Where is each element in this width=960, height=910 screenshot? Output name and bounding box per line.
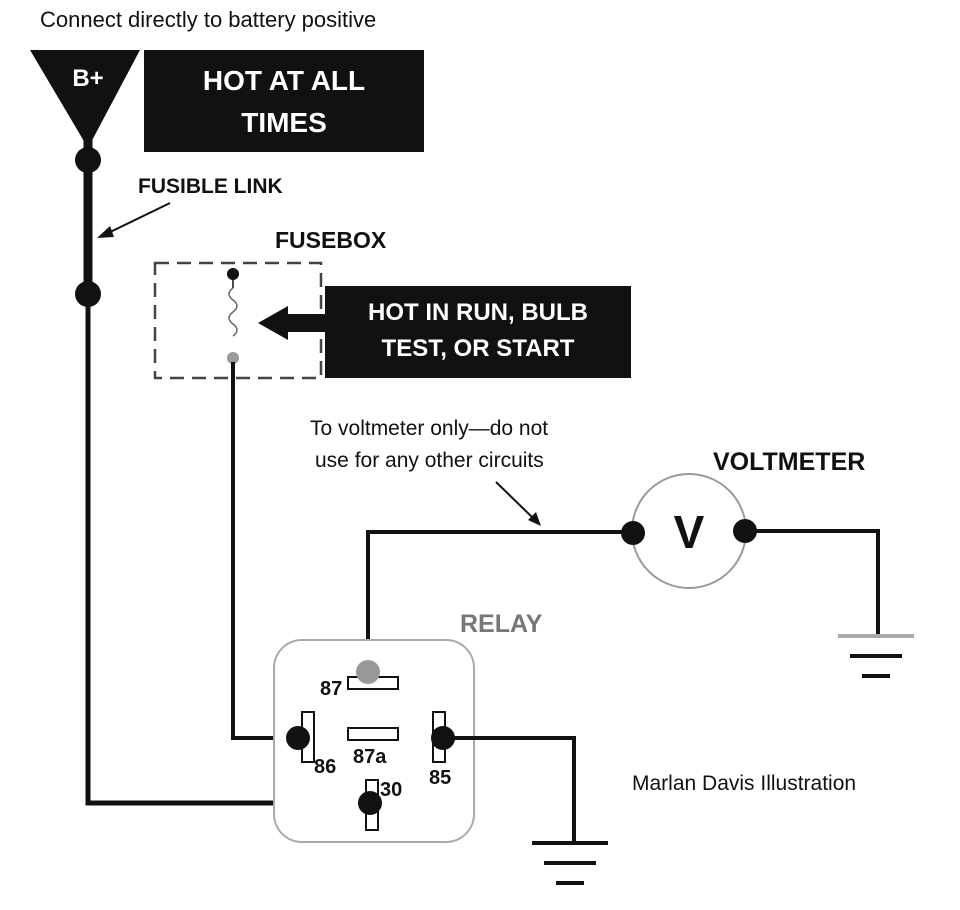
fusible-link-arrow-icon: [97, 202, 171, 238]
hot-in-run-line2: TEST, OR START: [382, 335, 575, 362]
pin87-to-voltmeter-wire: [366, 530, 633, 672]
relay-pin-86-label: 86: [314, 756, 336, 778]
fusible-link-bottom-node: [75, 281, 101, 307]
battery-instruction-text: Connect directly to battery positive: [40, 7, 376, 32]
voltmeter-ground-wire: [745, 529, 880, 635]
hot-at-all-times-banner: HOT AT ALL TIMES: [144, 50, 424, 152]
voltmeter-symbol: V: [674, 506, 705, 558]
fusible-link-label: FUSIBLE LINK: [138, 175, 283, 198]
voltmeter-note-arrow-icon: [495, 481, 541, 526]
relay-body: 87 87a 86 85 30: [273, 639, 475, 843]
relay-label: RELAY: [460, 610, 543, 638]
hot-at-all-times-line2: TIMES: [241, 107, 327, 138]
voltmeter-label: VOLTMETER: [713, 448, 865, 476]
fusebox-label: FUSEBOX: [275, 227, 387, 253]
arrow-left-icon: [258, 306, 326, 340]
voltmeter-note-line2: use for any other circuits: [315, 449, 544, 472]
pin85-ground-wire: [443, 736, 576, 842]
voltmeter-note-line1: To voltmeter only—do not: [310, 417, 548, 440]
hot-at-all-times-line1: HOT AT ALL: [203, 65, 365, 96]
hot-in-run-banner: HOT IN RUN, BULB TEST, OR START: [325, 286, 631, 378]
fusible-link-top-node: [75, 147, 101, 173]
ground-icon: [532, 841, 608, 885]
relay-pin-30-label: 30: [380, 779, 402, 801]
relay-pin-85-label: 85: [429, 767, 451, 789]
illustration-credit: Marlan Davis Illustration: [632, 772, 856, 795]
battery-terminal-label: B+: [72, 65, 103, 92]
relay-pin-87a-label: 87a: [353, 746, 387, 768]
battery-positive-terminal-icon: B+: [30, 50, 140, 148]
relay-pin-87-label: 87: [320, 678, 342, 700]
fuse-icon: [227, 268, 239, 364]
ground-icon: [838, 634, 914, 678]
hot-in-run-line1: HOT IN RUN, BULB: [368, 299, 588, 326]
voltmeter-icon: V: [621, 473, 757, 589]
